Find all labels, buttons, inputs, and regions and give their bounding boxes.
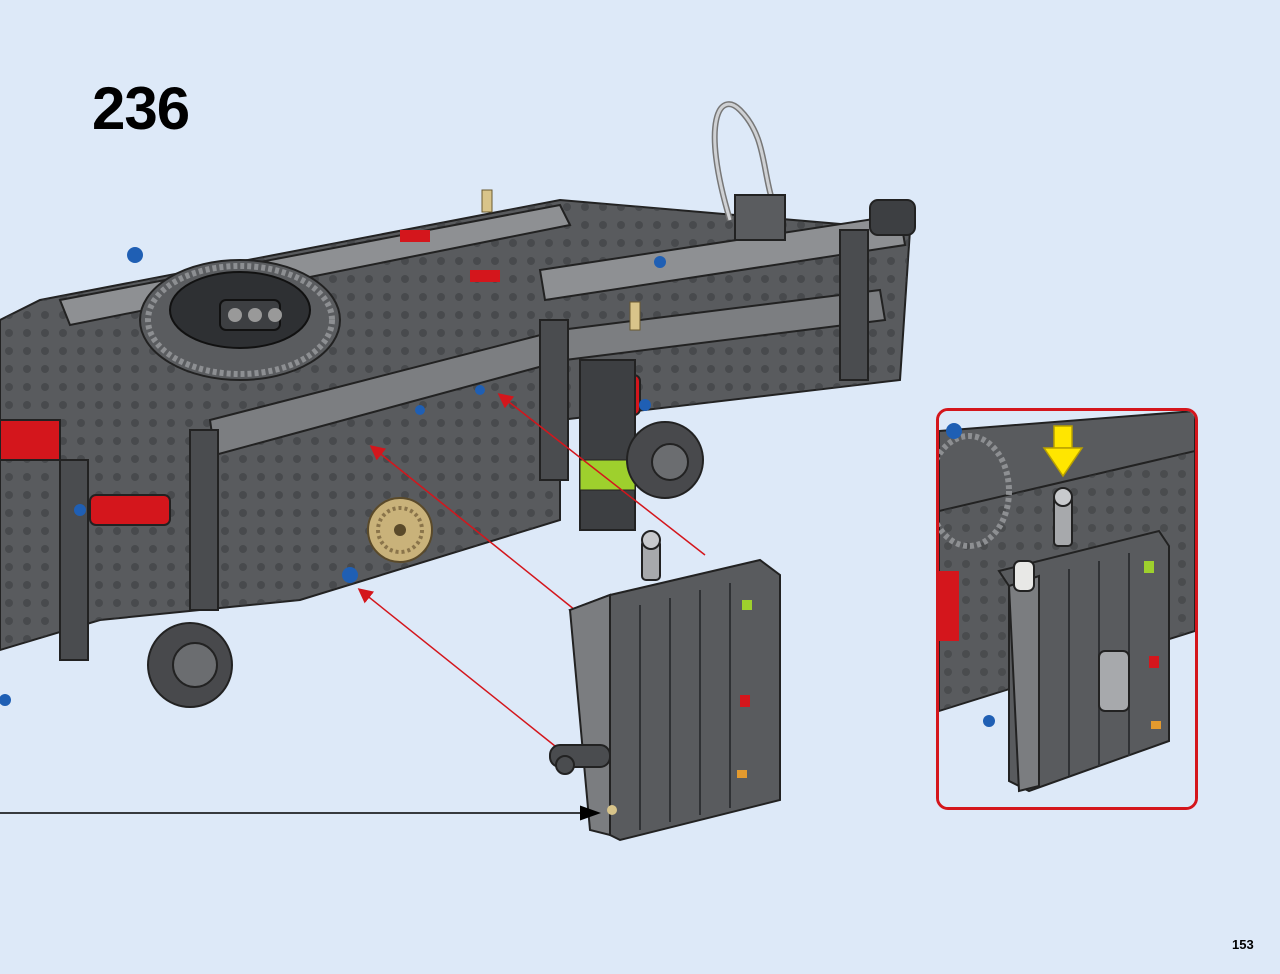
red-guide-arrows	[357, 393, 706, 751]
zoom-detail-callout	[936, 408, 1198, 810]
yellow-down-arrow-icon	[1042, 425, 1084, 478]
page-number: 153	[1232, 937, 1254, 952]
chassis-assembly-icon	[0, 101, 916, 708]
gray-panel-subassembly-icon	[549, 530, 781, 842]
step-number: 236	[92, 75, 190, 142]
callout-illustration	[939, 411, 1195, 807]
